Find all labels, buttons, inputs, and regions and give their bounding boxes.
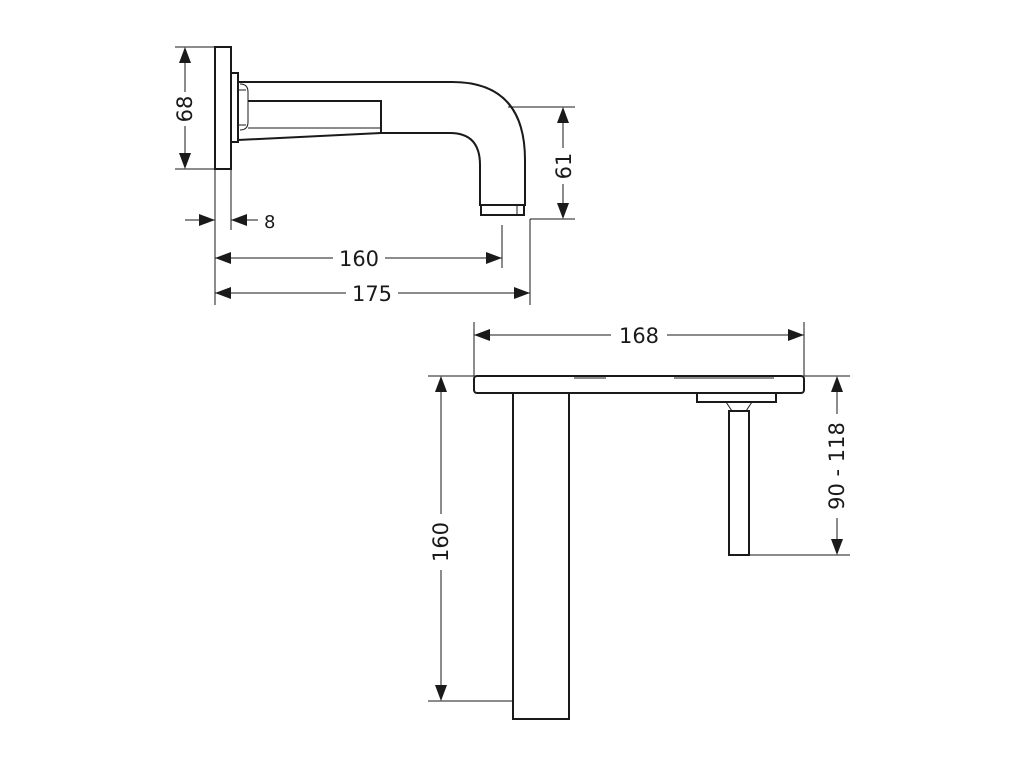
spout-body xyxy=(237,81,526,206)
dim-total-width: 168 xyxy=(473,322,805,376)
dim-label-160-height: 160 xyxy=(429,522,453,562)
flange-collar xyxy=(231,72,239,143)
dim-spout-height: 160 xyxy=(428,375,513,702)
dim-flange-thickness: 8 xyxy=(185,169,275,233)
side-view xyxy=(214,46,526,216)
dim-outlet-drop: 61 xyxy=(508,106,576,220)
dim-label-61: 61 xyxy=(552,153,576,180)
spout-insert xyxy=(248,100,382,133)
dim-label-8: 8 xyxy=(264,212,275,233)
front-view xyxy=(473,375,805,720)
dim-label-160-reach: 160 xyxy=(339,247,379,271)
spout xyxy=(512,393,570,720)
aerator xyxy=(480,204,525,216)
dim-handle-range: 90 - 118 xyxy=(749,375,850,556)
cover-plate xyxy=(473,375,805,394)
dim-label-175: 175 xyxy=(352,282,392,306)
dim-label-68: 68 xyxy=(173,96,197,123)
dim-label-90-118: 90 - 118 xyxy=(825,422,849,510)
dim-total-reach: 175 xyxy=(215,219,531,306)
dim-flange-height: 68 xyxy=(172,46,215,170)
handle-lever xyxy=(728,410,750,556)
handle-base xyxy=(696,392,777,403)
dim-label-168: 168 xyxy=(619,324,659,348)
wall-flange xyxy=(214,46,232,170)
